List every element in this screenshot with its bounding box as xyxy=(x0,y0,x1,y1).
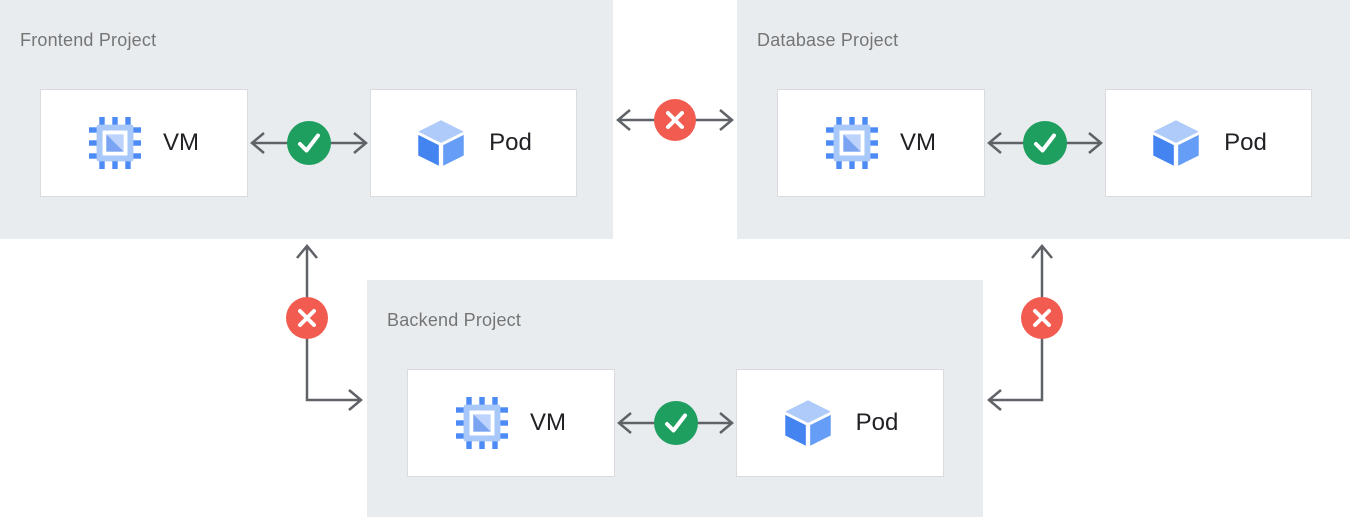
compute-engine-vm-icon xyxy=(826,117,878,169)
backend-vm-node: VM xyxy=(407,369,615,477)
vm-label: VM xyxy=(163,129,199,156)
allowed-check-icon xyxy=(287,121,331,165)
frontend-pod-node: Pod xyxy=(370,89,577,197)
compute-engine-vm-icon xyxy=(89,117,141,169)
backend-pod-node: Pod xyxy=(736,369,944,477)
pod-cube-icon xyxy=(782,397,834,449)
pod-label: Pod xyxy=(855,409,899,436)
panel-title-backend: Backend Project xyxy=(387,310,522,330)
frontend-vm-node: VM xyxy=(40,89,248,197)
database-pod-node: Pod xyxy=(1105,89,1312,197)
database-vm-node: VM xyxy=(777,89,985,197)
panel-title-database: Database Project xyxy=(757,30,899,50)
denied-cross-icon xyxy=(654,99,696,141)
panel-title-frontend: Frontend Project xyxy=(20,30,157,50)
vm-label: VM xyxy=(900,129,936,156)
compute-engine-vm-icon xyxy=(456,397,508,449)
pod-label: Pod xyxy=(489,129,532,156)
pod-cube-icon xyxy=(415,117,467,169)
allowed-check-icon xyxy=(654,401,698,445)
pod-label: Pod xyxy=(1224,129,1267,156)
allowed-check-icon xyxy=(1023,121,1067,165)
denied-cross-icon xyxy=(1021,297,1063,339)
pod-cube-icon xyxy=(1150,117,1202,169)
denied-cross-icon xyxy=(286,297,328,339)
vm-label: VM xyxy=(530,409,566,436)
